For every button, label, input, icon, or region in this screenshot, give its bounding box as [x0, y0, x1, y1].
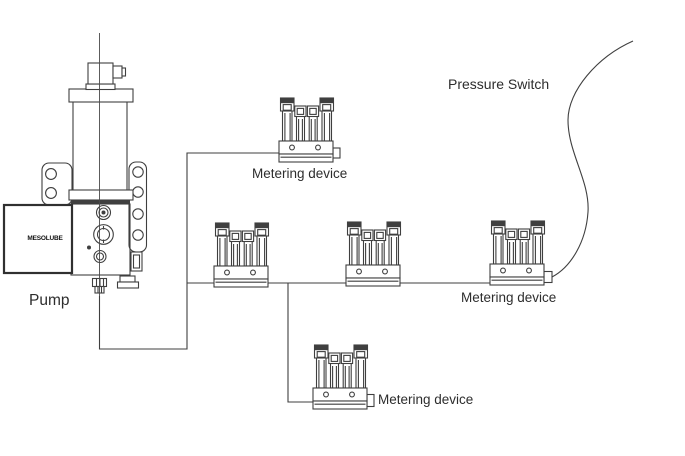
pump-to-riser-line: [98, 152, 279, 350]
metering-device-top: [278, 97, 341, 163]
pump-cylinder: [72, 100, 128, 192]
outlet-tab: [366, 393, 375, 408]
metering-device-top-label: Metering device: [252, 166, 347, 181]
metering-device-middle-right: [489, 220, 553, 286]
left-mounting-bracket: [41, 162, 73, 206]
metering-device-middle-center: [345, 221, 402, 287]
metering-device-bottom: [312, 344, 375, 410]
pump-assembly: MESOLUBE: [2, 33, 148, 296]
pump-front-ports: [87, 204, 114, 264]
pump-label: Pump: [29, 292, 70, 309]
outlet-tab: [543, 270, 553, 284]
metering-device-middle-left: [213, 222, 270, 288]
metering-device-bottom-label: Metering device: [378, 392, 473, 407]
pump-collar: [68, 189, 134, 201]
metering-devices: [213, 97, 553, 410]
solenoid-connector: [85, 62, 127, 91]
metering-device-right-label: Metering device: [461, 290, 556, 305]
pressure-switch-label: Pressure Switch: [448, 76, 549, 92]
outlet-tab: [332, 147, 341, 159]
pump-cylinder-cap: [68, 88, 134, 103]
pump-right-fitting: [116, 275, 140, 289]
pressure-switch-cable: [551, 40, 634, 278]
diagram-labels: Pressure Switch Metering device Metering…: [29, 76, 556, 407]
pump-brand-label: MESOLUBE: [27, 235, 63, 242]
pump-motor-box: [2, 203, 74, 275]
bottom-branch-line: [287, 283, 313, 403]
